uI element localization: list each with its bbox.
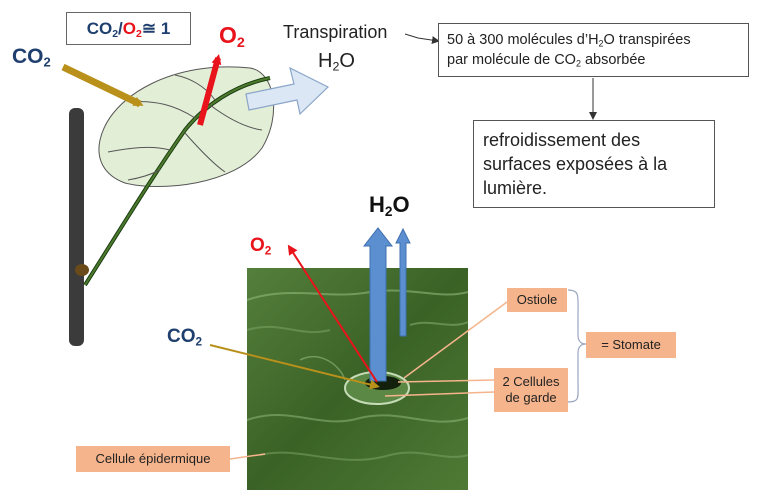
guard-cells-pointer-1 [397,379,495,383]
epidermal-cell-label: Cellule épidermique [76,446,230,472]
stomata-micrograph [246,268,469,490]
h2o-large-arrow [362,227,394,382]
leaf [83,66,275,287]
info-line-1: 50 à 300 molécules d’H2O transpirées [447,32,691,49]
stomate-bracket [567,289,587,403]
stomata-o2-label: O2 [250,235,272,258]
transpiration-info-box: 50 à 300 molécules d’H2O transpirées par… [438,23,749,77]
stomata-h2o-label: H2O [369,192,410,219]
leaf-o2-label: O2 [219,22,245,51]
info-line-2: par molécule de CO2 absorbée [447,52,646,69]
leaf-co2-label: CO2 [12,45,51,70]
guard-cells-label: 2 Cellules de garde [494,368,568,412]
o2-release-arrow [197,54,222,126]
ratio-approx: ≅ 1 [141,18,171,38]
h2o-small-arrow [395,227,411,337]
stomate-label: = Stomate [586,332,676,358]
epidermal-cell-pointer [229,453,266,460]
cooling-line-3: lumière. [483,178,548,198]
gas-ratio-box: CO2/ O2 ≅ 1 [66,12,191,45]
stomata-co2-label: CO2 [167,326,203,349]
transpiration-connector [404,33,440,45]
co2-uptake-arrow [61,63,144,108]
ratio-o2: O2 [122,18,142,40]
stem [69,108,84,346]
transpiration-arrow [245,66,330,116]
ratio-co2: CO2 [86,18,119,40]
guard-cells-pointer-2 [384,391,495,397]
transpiration-label: Transpiration [283,22,388,42]
o2-stomata-arrow [287,244,378,383]
co2-stomata-arrow [209,344,380,390]
ratio-slash: / [118,18,123,38]
ostiole-pointer [403,301,508,379]
guard-cells-line-2: de garde [505,390,557,405]
cooling-line-1: refroidissement des [483,130,641,150]
leaf-h2o-label: H2O [318,50,355,74]
cooling-line-2: surfaces exposées à la [483,154,668,174]
ostiole-label: Ostiole [507,288,567,312]
guard-cells-line-1: 2 Cellules [502,373,560,389]
cooling-box: refroidissement des surfaces exposées à … [473,120,715,208]
leaf-bud [75,264,89,276]
